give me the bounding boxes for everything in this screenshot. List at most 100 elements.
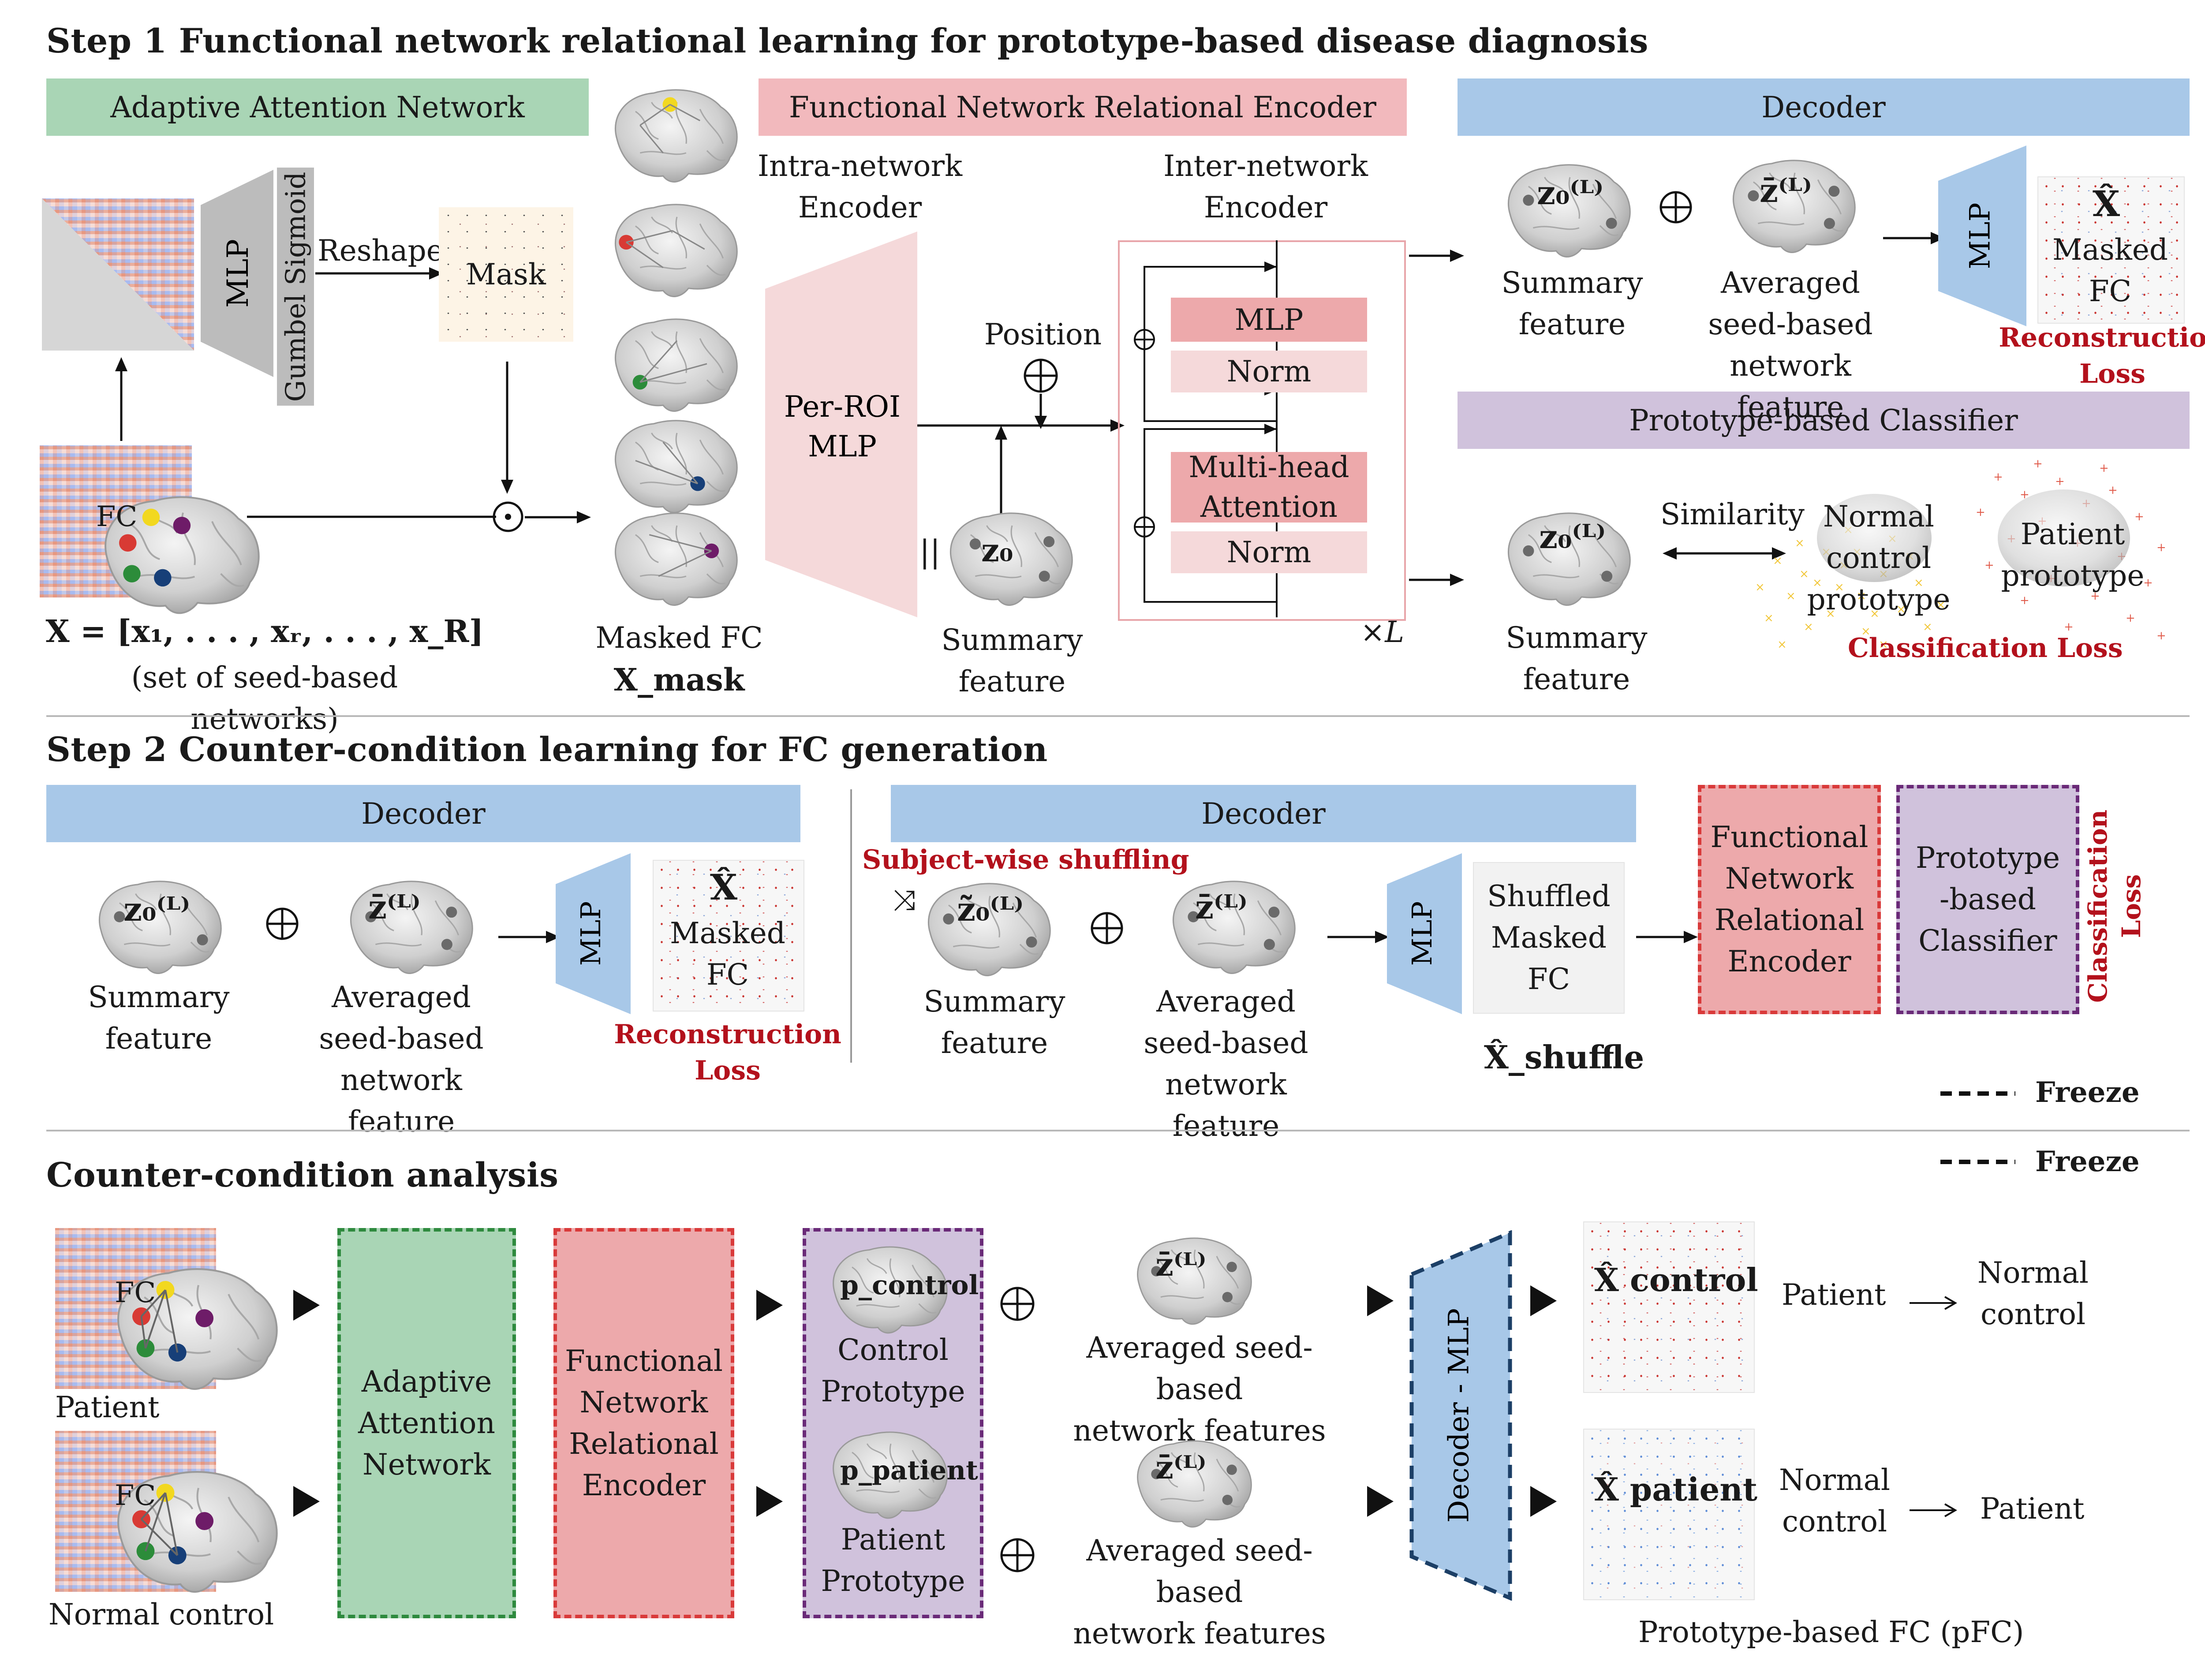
zbar-label-1: z̄⁽ᴸ⁾ xyxy=(1760,172,1812,210)
svg-text:×: × xyxy=(1879,638,1888,651)
svg-text:+: + xyxy=(2064,620,2074,634)
svg-text:+: + xyxy=(2090,590,2100,603)
fc-label-patient: FC xyxy=(115,1277,156,1309)
arrow-fc-to-odot xyxy=(247,515,496,518)
svg-text:+: + xyxy=(2108,484,2118,497)
arrow-odot-to-masked xyxy=(525,511,591,523)
fc-label: FC xyxy=(96,500,138,533)
masked-brain-1 xyxy=(614,89,738,183)
brain-ztilde xyxy=(927,883,1051,976)
ztilde-label: z̃₀⁽ᴸ⁾ xyxy=(957,891,1024,929)
svg-text:+: + xyxy=(2055,475,2065,488)
brain-avg-2 xyxy=(1137,1440,1252,1528)
svg-text:×: × xyxy=(1786,590,1796,603)
xhat-label-2: X̂ xyxy=(710,866,738,908)
arrow-to-decoder-mlp xyxy=(1883,232,1945,244)
zbar-label-3: z̄⁽ᴸ⁾ xyxy=(1195,889,1248,926)
masked-fc-label: Masked FC xyxy=(595,621,763,655)
freeze-legend-label-1: Freeze xyxy=(2035,1076,2140,1109)
arrow-mask-down xyxy=(501,362,513,494)
svg-text:×: × xyxy=(1799,567,1809,581)
mlp-label: MLP xyxy=(221,239,255,308)
svg-text:×: × xyxy=(1857,590,1866,603)
step2-divider xyxy=(850,789,852,1063)
tri-1a xyxy=(293,1290,320,1321)
svg-text:×: × xyxy=(1755,581,1765,594)
svg-text:MLP: MLP xyxy=(1406,901,1438,966)
xhat-control-matrix xyxy=(1583,1221,1755,1393)
brain-avg-1 xyxy=(1137,1237,1252,1325)
classification-loss-1: Classification Loss xyxy=(1848,633,2123,664)
x-definition: X = [x₁, . . . , xᵣ, . . . , x_R] xyxy=(45,613,484,650)
inter-encoder-wiring xyxy=(1134,240,1278,617)
svg-text:×: × xyxy=(1861,625,1871,638)
oplus-decoder xyxy=(1659,191,1692,224)
inter-encoder-block xyxy=(1118,240,1406,621)
per-roi-label-1: Per-ROI xyxy=(784,390,901,424)
svg-text:+: + xyxy=(1984,559,1994,572)
arrow-position-down xyxy=(1035,394,1047,429)
svg-text:+: + xyxy=(2156,541,2166,554)
masked-brain-4 xyxy=(614,420,738,513)
svg-text:+: + xyxy=(2099,462,2109,475)
z0-label: z₀ xyxy=(981,531,1013,569)
brain-z0 xyxy=(949,512,1073,606)
patient-label: Patient xyxy=(55,1390,160,1424)
z0l-label-2: z₀⁽ᴸ⁾ xyxy=(1539,518,1606,556)
tri-3a xyxy=(1367,1285,1394,1316)
decoder-mlp-2: MLP xyxy=(556,853,631,1014)
decoder-bar-2a: Decoder xyxy=(46,785,800,842)
row1-from-label: Patient xyxy=(1782,1278,1886,1312)
x-mask-label: X_mask xyxy=(613,661,745,698)
svg-text:×: × xyxy=(1870,607,1880,620)
svg-text:MLP: MLP xyxy=(1964,202,1997,269)
decoder-mlp-3: MLP xyxy=(1387,853,1462,1014)
svg-text:×: × xyxy=(1914,576,1924,590)
z0l-label-1: z₀⁽ᴸ⁾ xyxy=(1537,174,1604,212)
svg-text:+: + xyxy=(2033,457,2043,470)
shuffling-label: Subject-wise shuffling xyxy=(862,844,1189,875)
masked-fc-output-1 xyxy=(2037,176,2185,324)
zbar-label-4: z̄⁽ᴸ⁾ xyxy=(1155,1246,1207,1283)
gumbel-sigmoid-label: Gumbel Sigmoid xyxy=(279,172,312,402)
svg-text:+: + xyxy=(2134,510,2144,523)
reshape-label: Reshape xyxy=(318,234,444,268)
fnre-bar: Functional Network Relational Encoder xyxy=(759,78,1407,136)
arrow-to-decoder xyxy=(1409,250,1464,262)
brain-normal xyxy=(108,1464,289,1596)
analysis-decoder-mlp: Decoder - MLP xyxy=(1409,1230,1512,1601)
separator-2 xyxy=(46,1130,2190,1131)
p-control-label: p_control xyxy=(840,1270,979,1301)
prototype-scatter: ×××××××××××××××××××××××××× +++++++++++++… xyxy=(1755,457,2166,651)
svg-text:+: + xyxy=(2020,594,2029,607)
svg-text:Decoder - MLP: Decoder - MLP xyxy=(1443,1308,1476,1523)
fc-triangle-matrix xyxy=(42,198,194,351)
analysis-title: Counter-condition analysis xyxy=(46,1155,559,1195)
step1-title: Step 1 Functional network relational lea… xyxy=(46,21,1648,60)
svg-text:×: × xyxy=(1804,620,1813,634)
freeze-legend-label-2: Freeze xyxy=(2035,1145,2140,1178)
masked-brain-5 xyxy=(614,512,738,606)
brain-patient xyxy=(108,1261,289,1393)
svg-text:×: × xyxy=(1835,581,1844,594)
concat-bars: || xyxy=(919,534,941,570)
shuffle-icon: ⤨ xyxy=(893,884,916,917)
svg-text:+: + xyxy=(2126,612,2135,625)
xhat-patient-label: X̂ patient xyxy=(1594,1471,1757,1508)
x-set-caption: (set of seed-based networks) xyxy=(131,661,398,736)
brain-zbar-decoder xyxy=(1732,160,1856,253)
svg-text:+: + xyxy=(2143,576,2153,590)
pfc-caption: Prototype-based FC (pFC) xyxy=(1638,1615,2024,1649)
